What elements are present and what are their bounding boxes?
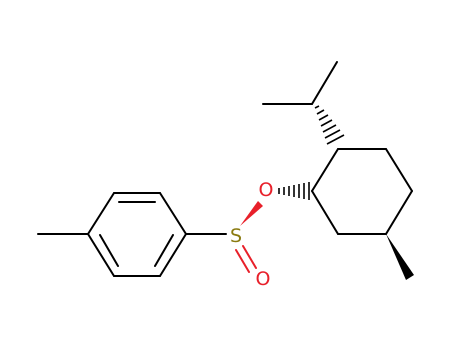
isopropyl-methyl-bond-2 — [311, 61, 338, 105]
ring-bond-6 — [87, 233, 115, 277]
cyclohexane-ring — [311, 148, 413, 235]
cyclohexane-bond-6 — [311, 190, 339, 235]
ring-bond-4 — [159, 233, 187, 277]
ester-oxygen-label: O — [259, 179, 274, 201]
ring-bond-3 — [159, 192, 187, 235]
sulfinyl-double-bond-b — [235, 249, 250, 273]
sulfur-label: S — [230, 225, 242, 247]
oxygen-carbon-hashed-bond — [278, 182, 310, 200]
sulfinyl-oxygen-label: O — [256, 268, 271, 290]
methyl-wedge-bond — [386, 234, 414, 280]
isopropyl-hashed-bond — [314, 105, 345, 145]
aromatic-inner-bond-3 — [99, 234, 119, 267]
ring-bond-1 — [87, 192, 115, 235]
sulfinyl-double-bond-a — [242, 245, 257, 269]
cyclohexane-bond-3 — [385, 148, 413, 192]
cyclohexane-bond-1 — [311, 148, 339, 192]
aromatic-inner-bond-2 — [154, 234, 174, 267]
sulfur-oxygen-wedge-bond — [240, 201, 263, 226]
cyclohexane-bond-4 — [385, 190, 413, 235]
benzene-ring — [37, 192, 187, 277]
